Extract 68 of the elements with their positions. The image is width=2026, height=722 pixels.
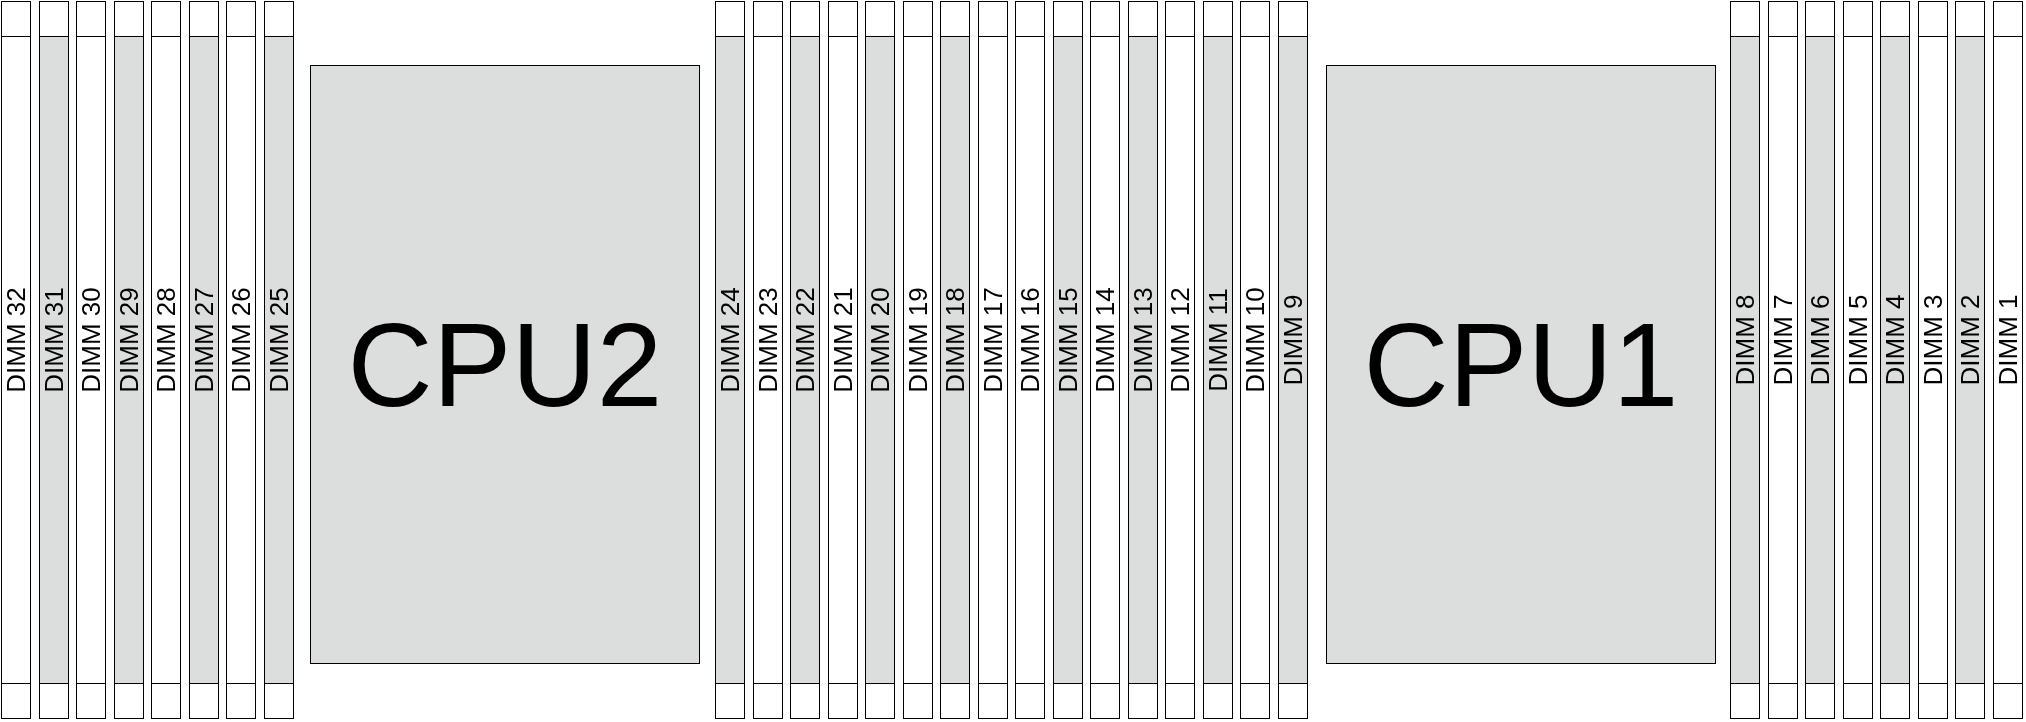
processor-label: CPU1 — [1363, 305, 1679, 424]
memory-slot — [1880, 1, 1910, 719]
slot-label: DIMM 17 — [978, 287, 1007, 393]
slot-label: DIMM 22 — [791, 287, 819, 393]
memory-slot — [1805, 1, 1835, 719]
memory-slot — [226, 1, 256, 719]
memory-slot — [1277, 1, 1308, 719]
memory-slot — [1165, 1, 1195, 719]
slot-label: DIMM 28 — [152, 287, 180, 393]
memory-slot — [977, 1, 1008, 719]
slot-label: DIMM 27 — [189, 287, 218, 393]
slot-label: DIMM 4 — [1881, 294, 1909, 386]
processor-socket — [1326, 65, 1716, 664]
slot-label: DIMM 20 — [866, 287, 894, 393]
memory-slot — [1730, 1, 1760, 719]
memory-slot — [790, 1, 820, 719]
memory-slot — [1090, 1, 1120, 719]
memory-slot — [1992, 1, 2023, 719]
memory-slot — [1842, 1, 1873, 719]
slot-label: DIMM 24 — [716, 287, 744, 393]
slot-label: DIMM 1 — [1993, 294, 2022, 386]
slot-label: DIMM 7 — [1768, 294, 1797, 386]
slot-label: DIMM 5 — [1843, 294, 1872, 386]
processor-label: CPU2 — [347, 305, 663, 424]
slot-label: DIMM 25 — [264, 287, 293, 393]
memory-slot — [1052, 1, 1083, 719]
memory-slot — [38, 1, 69, 719]
memory-slot — [940, 1, 970, 719]
slot-label: DIMM 15 — [1053, 287, 1082, 393]
memory-slot — [263, 1, 294, 719]
slot-label: DIMM 11 — [1203, 288, 1232, 392]
memory-slot — [865, 1, 895, 719]
slot-label: DIMM 9 — [1278, 294, 1307, 386]
slot-label: DIMM 23 — [753, 287, 782, 393]
memory-slot — [827, 1, 858, 719]
slot-label: DIMM 12 — [1166, 287, 1194, 393]
memory-slot — [76, 1, 106, 719]
memory-slot — [752, 1, 783, 719]
slot-label: DIMM 3 — [1918, 294, 1947, 386]
slot-label: DIMM 29 — [114, 287, 143, 393]
memory-slot — [1015, 1, 1045, 719]
slot-label: DIMM 14 — [1091, 287, 1119, 393]
memory-slot — [1955, 1, 1985, 719]
memory-slot — [902, 1, 933, 719]
slot-label: DIMM 8 — [1731, 294, 1759, 386]
memory-slot — [151, 1, 181, 719]
slot-label: DIMM 32 — [2, 287, 30, 393]
memory-slot — [1, 1, 31, 719]
slot-label: DIMM 10 — [1241, 287, 1269, 393]
memory-slot — [1917, 1, 1948, 719]
slot-label: DIMM 16 — [1016, 287, 1044, 393]
slot-label: DIMM 13 — [1128, 287, 1157, 393]
slot-label: DIMM 30 — [77, 287, 105, 393]
slot-label: DIMM 18 — [941, 287, 969, 393]
memory-slot — [1127, 1, 1158, 719]
memory-slot — [1202, 1, 1233, 719]
memory-slot — [1240, 1, 1270, 719]
memory-slot — [188, 1, 219, 719]
slot-label: DIMM 2 — [1956, 294, 1984, 386]
slot-label: DIMM 31 — [39, 287, 68, 393]
memory-slot — [113, 1, 144, 719]
slot-label: DIMM 21 — [828, 287, 857, 393]
memory-slot — [1767, 1, 1798, 719]
slot-label: DIMM 6 — [1806, 294, 1834, 386]
memory-slot — [715, 1, 745, 719]
slot-label: DIMM 19 — [903, 287, 932, 393]
slot-label: DIMM 26 — [227, 287, 255, 393]
processor-socket — [310, 65, 700, 664]
